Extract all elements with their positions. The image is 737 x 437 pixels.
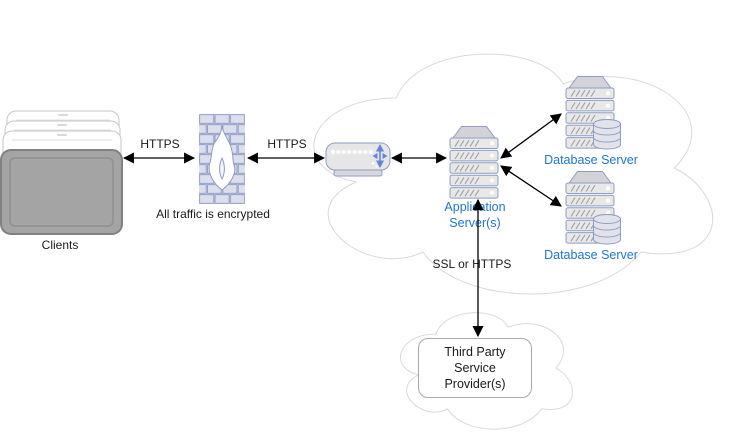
- clients-laptop-stack-icon: [0, 110, 123, 235]
- edge-appserver-dbtop: [500, 113, 562, 159]
- third-party-provider-node: Third Party Service Provider(s): [418, 338, 532, 398]
- edge-appserver-dbbottom: [500, 165, 562, 207]
- database-server-bottom-label: Database Server: [544, 248, 638, 262]
- firewall-icon: [199, 114, 245, 204]
- database-server-top-label: Database Server: [544, 153, 638, 167]
- edge-label-https-2: HTTPS: [267, 137, 307, 151]
- clients-label: Clients: [41, 238, 79, 252]
- router-move-arrows-icon: [371, 143, 388, 169]
- edge-label-https-1: HTTPS: [140, 137, 180, 151]
- firewall-caption: All traffic is encrypted: [156, 207, 270, 221]
- router-led-dots: [330, 149, 373, 155]
- third-party-label: Third Party Service Provider(s): [444, 345, 506, 391]
- router-icon: [325, 142, 391, 177]
- edge-label-ssl-https: SSL or HTTPS: [432, 257, 512, 271]
